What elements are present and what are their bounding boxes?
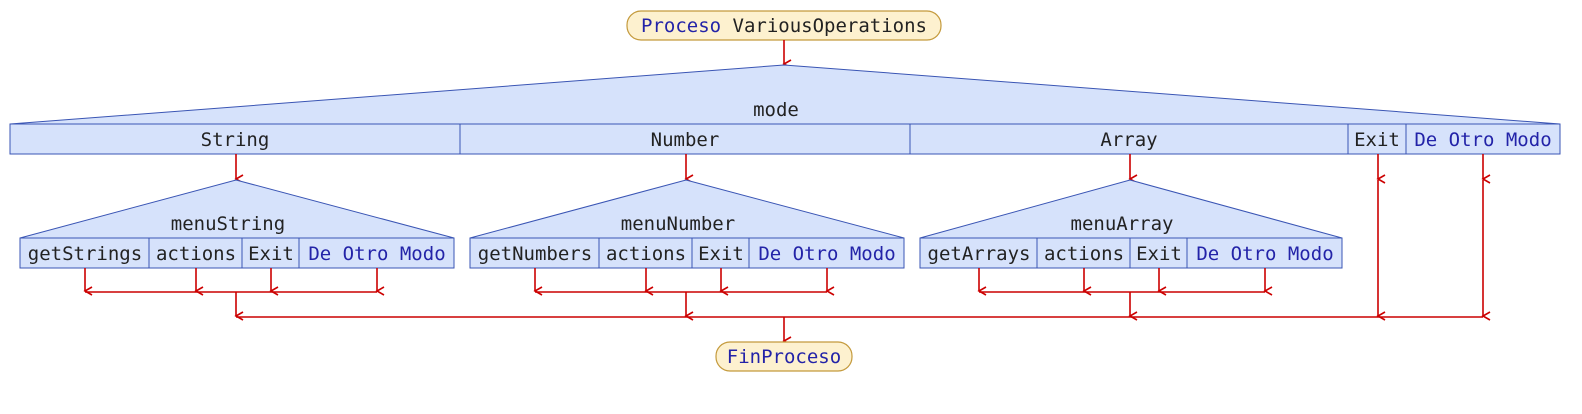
sub-switch-string: menuString getStrings actions Exit De Ot…: [19, 154, 455, 321]
case-number: Number: [651, 129, 720, 151]
sub-case: Exit: [698, 243, 744, 265]
merge-line: [236, 316, 1483, 346]
sub-case-default: De Otro Modo: [1196, 243, 1333, 265]
sub-case: actions: [1044, 243, 1124, 265]
case-array: Array: [1100, 129, 1157, 151]
sub-case: actions: [606, 243, 686, 265]
main-switch-variable: mode: [753, 99, 799, 121]
process-keyword: Proceso: [641, 15, 721, 37]
sub-case: getNumbers: [478, 243, 592, 265]
direct-arrows: [1376, 154, 1491, 321]
sub-switch-variable: menuString: [171, 213, 285, 235]
sub-switch-array: menuArray getArrays actions Exit De Otro…: [919, 154, 1343, 321]
sub-case: Exit: [248, 243, 294, 265]
sub-case: getStrings: [28, 243, 142, 265]
svg-text:Proceso VariousOperations: Proceso VariousOperations: [641, 15, 927, 37]
sub-case: actions: [156, 243, 236, 265]
sub-switch-variable: menuNumber: [621, 213, 735, 235]
process-name: VariousOperations: [733, 15, 927, 37]
end-label: FinProceso: [727, 346, 841, 368]
main-switch: mode String Number Array Exit De Otro Mo…: [9, 64, 1561, 155]
end-terminal: FinProceso: [715, 341, 853, 372]
start-terminal: Proceso VariousOperations: [626, 10, 942, 41]
case-exit: Exit: [1354, 129, 1400, 151]
sub-case-default: De Otro Modo: [308, 243, 445, 265]
case-string: String: [201, 129, 270, 151]
sub-switch-variable: menuArray: [1071, 213, 1174, 235]
sub-case: Exit: [1136, 243, 1182, 265]
sub-case-default: De Otro Modo: [758, 243, 895, 265]
case-default: De Otro Modo: [1414, 129, 1551, 151]
sub-switch-number: menuNumber getNumbers actions Exit De Ot…: [469, 154, 905, 321]
sub-case: getArrays: [928, 243, 1031, 265]
